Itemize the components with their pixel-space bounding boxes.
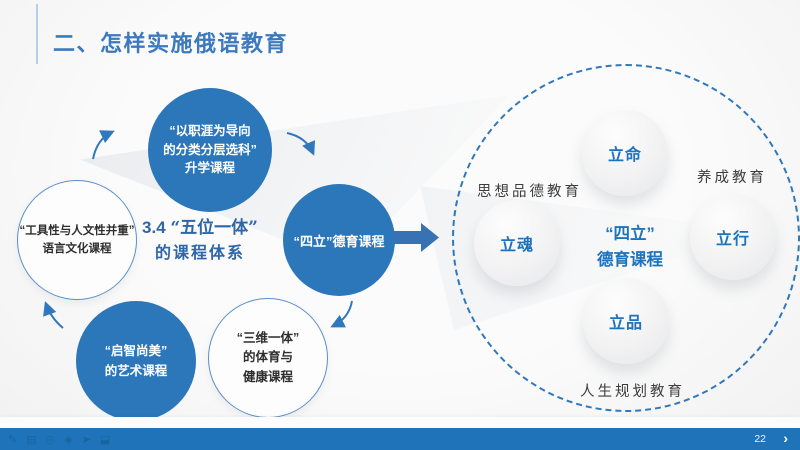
- circle-text-line: 的分类分层选科”: [163, 142, 257, 157]
- node-label: 立品: [608, 315, 643, 332]
- circle-text-line: “三维一体”: [236, 330, 300, 345]
- right-center-line2: 德育课程: [597, 250, 663, 269]
- bottom-strip: [0, 417, 800, 428]
- node-li-ming: 立命: [582, 110, 668, 196]
- node-label: 立魂: [499, 237, 534, 254]
- presenter-toolbar: ✎ ▤ ◎ ◈ ➤ ⬓: [8, 428, 110, 450]
- circle-text-line: 健康课程: [242, 369, 293, 384]
- big-right-arrow: [394, 223, 439, 252]
- node-label: 立命: [607, 147, 642, 164]
- left-diagram-center-label: 3.4 “五位一体” 的课程体系: [126, 216, 274, 264]
- circle-text-line: “工具性与人文性并重”: [19, 224, 135, 237]
- circle-moral-education-course: “四立”德育课程: [283, 184, 395, 296]
- circle-text-line: 的艺术课程: [104, 364, 168, 378]
- cycle-arrow-top-to-right: [286, 132, 315, 156]
- annotation-habit-formation-education: 养成教育: [697, 170, 767, 186]
- cycle-arrow-bottom-to-left: [43, 301, 64, 329]
- circle-text-line: 语言文化课程: [42, 243, 112, 255]
- center-label-line1: “五位一体”: [170, 218, 258, 238]
- annotation-life-planning-education: 人生规划教育: [580, 384, 685, 400]
- circle-text-line: “四立”德育课程: [293, 233, 385, 249]
- dashed-circle-frame: [452, 64, 800, 412]
- circle-career-course: “以职涯为导向 的分类分层选科” 升学课程: [148, 88, 272, 212]
- cycle-arrow-left-to-top: [92, 130, 115, 160]
- circle-text-line: 升学课程: [184, 161, 235, 176]
- circle-text-line: 的体育与: [242, 350, 293, 365]
- node-li-pin: 立品: [583, 278, 669, 364]
- center-label-line2: 的课程体系: [154, 242, 245, 262]
- image-tool-icon[interactable]: ▤: [26, 433, 37, 446]
- circle-language-culture-course: “工具性与人文性并重” 语言文化课程: [17, 180, 137, 300]
- pointer-tool-icon[interactable]: ➤: [81, 433, 91, 446]
- page-number: 22: [754, 433, 766, 445]
- shape-tool-icon[interactable]: ◎: [45, 433, 56, 446]
- title-accent-bar: [36, 4, 38, 64]
- circle-pe-health-course: “三维一体” 的体育与 健康课程: [208, 298, 328, 418]
- node-li-xing: 立行: [690, 194, 776, 280]
- slide-title: 二、怎样实施俄语教育: [53, 31, 289, 56]
- circle-art-course: “启智尚美” 的艺术课程: [76, 301, 196, 421]
- cycle-arrow-right-to-bottom: [330, 300, 353, 328]
- camera-tool-icon[interactable]: ⬓: [99, 433, 111, 446]
- eraser-tool-icon[interactable]: ◈: [64, 433, 73, 446]
- pen-tool-icon[interactable]: ✎: [8, 433, 18, 446]
- presenter-status-bar: ✎ ▤ ◎ ◈ ➤ ⬓ 22 ›: [0, 428, 800, 450]
- annotation-ideological-moral-education: 思想品德教育: [477, 184, 582, 200]
- node-li-hun: 立魂: [474, 200, 560, 286]
- center-label-number: 3.4: [142, 218, 166, 237]
- right-diagram-center-label: “四立” 德育课程: [575, 222, 685, 273]
- right-center-line1: “四立”: [605, 225, 655, 243]
- node-label: 立行: [715, 231, 750, 248]
- next-slide-chevron-icon[interactable]: ›: [783, 430, 788, 446]
- circle-text-line: “启智尚美”: [104, 344, 168, 358]
- circle-text-line: “以职涯为导向: [169, 123, 251, 138]
